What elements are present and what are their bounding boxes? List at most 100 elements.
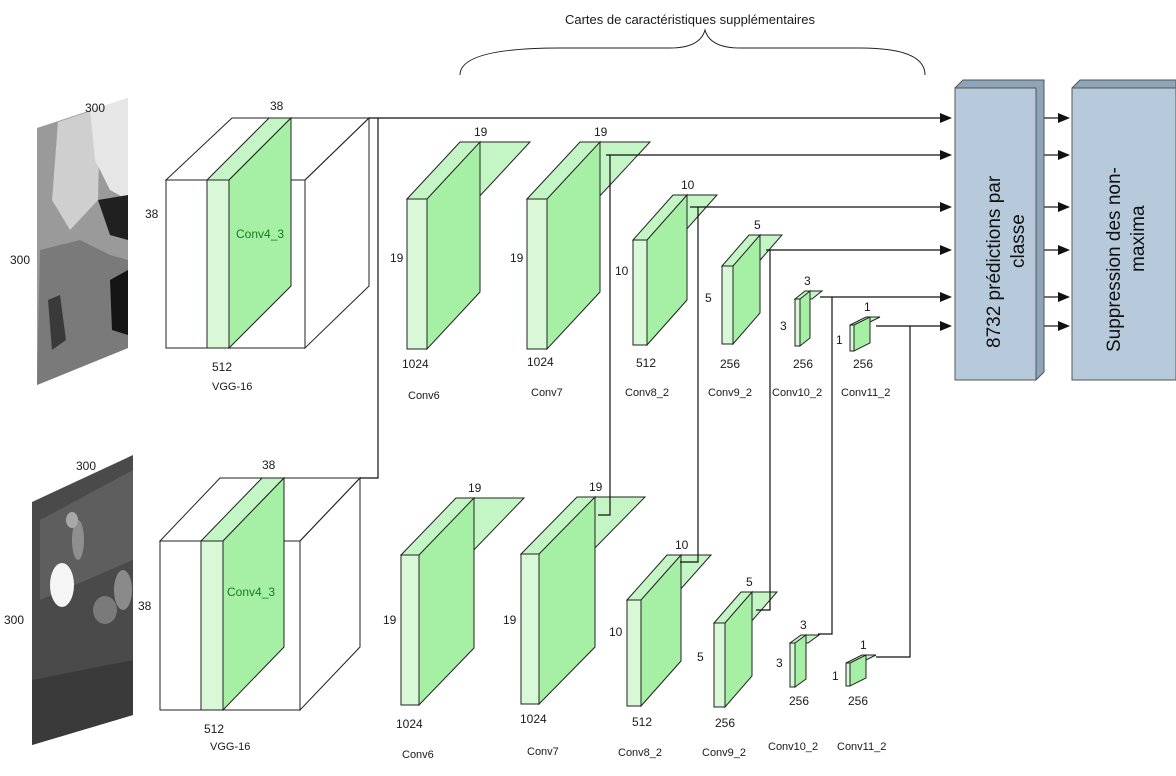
nms-box-line2: maxima [1128,205,1149,272]
arrow-nms-5-head [1058,321,1070,331]
arrow-conv9-head [940,245,952,255]
feature-map-channels-label: 1024 [396,717,423,731]
vgg-channels-label-top: 512 [212,360,232,374]
feature-map-front-face [646,193,688,347]
brace [459,28,926,76]
arrow-nms-2-head [1058,202,1070,212]
feature-map-size-label: 3 [776,656,783,670]
feature-map-front-face [849,654,867,687]
feature-map-size-label: 1 [832,669,839,683]
feature-map-depth-label: 5 [754,218,761,232]
feature-map-channels-label: 512 [636,356,656,370]
input-image-depth [37,98,128,385]
feature-map-side-face [721,265,734,345]
arrow-nms-3-head [1058,245,1070,255]
feature-map-channels-label: 1024 [527,355,554,369]
feature-map-depth-label: 19 [468,481,482,495]
feature-map-depth-label: 19 [594,125,608,139]
feature-map-name: Conv6 [408,390,440,402]
feature-map-side-face [406,198,428,350]
vgg-depth-label-bottom: 38 [262,458,276,472]
feature-map-channels-label: 256 [720,357,740,371]
feature-map-depth-label: 1 [860,638,867,652]
feature-map-front-face [538,495,596,706]
feature-map-depth-label: 19 [589,480,603,494]
feature-map-size-label: 19 [510,251,524,265]
feature-map-name: Conv10_2 [772,387,822,399]
predictions-box: 8732 prédictions par classe [954,79,1045,381]
feature-map-front-face [853,316,871,352]
arrow-conv10-head [940,292,952,302]
feature-map-side-face [789,642,796,688]
arrow-nms-1-head [1058,150,1070,160]
connector-vgg-bottom [360,118,379,479]
vgg-height-label-bottom: 38 [138,599,152,613]
feature-map-depth-label: 5 [746,575,753,589]
feature-map-size-label: 1 [836,333,843,347]
feature-map-side-face [794,298,801,347]
feature-map-side-face [526,198,548,350]
feature-map-name: Conv10_2 [768,741,818,753]
feature-map-front-face [794,634,807,688]
arrow-nms-0-head [1058,113,1070,123]
feature-map-size-label: 5 [705,291,712,305]
feature-map-name: Conv11_2 [837,741,886,753]
arrow-conv11-head [940,321,952,331]
feature-map-depth-label: 19 [474,125,488,139]
connector-conv10-bottom [818,297,833,635]
feature-map-channels-label: 256 [853,357,873,371]
connector-conv7-bottom [598,155,611,516]
arrow-conv8-head [940,202,952,212]
connector-conv8-bottom [680,207,699,563]
feature-map-size-label: 10 [609,625,623,639]
vgg-channels-label-bottom: 512 [204,722,224,736]
feature-map-name: Conv6 [402,749,434,761]
feature-map-side-face [632,239,648,346]
feature-map-channels-label: 256 [793,357,813,371]
feature-map-depth-label: 10 [681,178,695,192]
vgg16-block-bottom [158,476,362,712]
vgg-layer-label-top: Conv4_3 [236,227,284,241]
input-width-label-top: 300 [85,101,105,115]
feature-maps: 19191024Conv619191024Conv71010512Conv8_2… [383,125,890,761]
feature-map-size-label: 3 [780,319,787,333]
feature-map-front-face [724,590,753,709]
feature-map-name: Conv7 [527,746,559,758]
vgg-layer-label-bottom: Conv4_3 [227,585,275,599]
feature-map-depth-label: 10 [675,538,689,552]
feature-map-side-face [713,622,726,708]
feature-map-side-face [400,554,420,706]
vgg16-block-top [164,116,371,350]
feature-map-side-face [845,662,851,687]
feature-map-side-face [520,553,540,705]
feature-map-front-face [546,140,601,351]
diagram-title: Cartes de caractéristiques supplémentair… [565,12,816,27]
input-image-thermal [32,455,133,745]
vgg-height-label-top: 38 [145,207,159,221]
feature-map-depth-label: 3 [800,618,807,632]
feature-map-size-label: 19 [383,613,397,627]
feature-map-name: Conv11_2 [841,387,890,399]
feature-map-front-face [799,289,811,348]
predictions-box-line2: classe [1008,214,1029,268]
vgg-name-top: VGG-16 [212,381,252,393]
arrow-conv7-head [940,150,952,160]
feature-map-channels-label: 1024 [402,357,429,371]
input-height-label-top: 300 [10,253,30,267]
nms-box-line1: Suppression des non- [1104,167,1125,352]
feature-map-size-label: 19 [390,251,404,265]
arrow-vgg-head [940,113,952,123]
feature-map-size-label: 10 [615,264,629,278]
feature-map-channels-label: 256 [715,716,735,730]
feature-map-name: Conv8_2 [618,747,662,759]
feature-map-name: Conv9_2 [708,387,752,399]
